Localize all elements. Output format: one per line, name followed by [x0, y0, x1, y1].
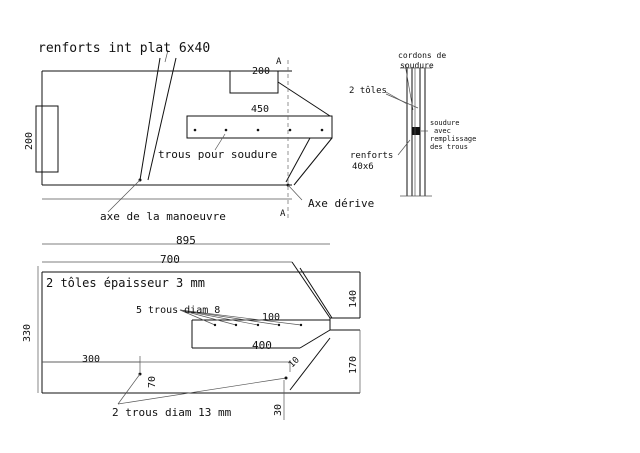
deux-trous-label: 2 trous diam 13 mm — [112, 406, 232, 419]
axe-derive-label: Axe dérive — [308, 197, 374, 210]
dim-400: 400 — [252, 339, 272, 352]
soudure-label-4: des trous — [430, 143, 468, 151]
dim-a-bottom: A — [280, 209, 286, 219]
dim-70: 70 — [147, 376, 158, 388]
cordons-label-1: cordons de — [398, 51, 446, 60]
dim-a-top: A — [276, 57, 282, 67]
axe-manoeuvre-label: axe de la manoeuvre — [100, 210, 226, 223]
bottom-view: 895 700 2 tôles épaisseur 3 mm 140 330 5… — [22, 234, 361, 420]
soudure-label-3: remplissage — [430, 135, 476, 143]
deux-toles-epaisseur-label: 2 tôles épaisseur 3 mm — [46, 276, 205, 290]
dim-10: 10 — [287, 355, 302, 370]
dim-300: 300 — [82, 354, 100, 365]
cinq-trous-label: 5 trous diam 8 — [136, 305, 220, 316]
top-view: renforts int plat 6x40 200 A 450 200 tro… — [24, 41, 374, 223]
dim-200-top: 200 — [252, 66, 270, 77]
dim-100: 100 — [262, 312, 280, 323]
soudure-label-2: avec — [434, 127, 451, 135]
soudure-label-1: soudure — [430, 119, 460, 127]
dim-450: 450 — [251, 104, 269, 115]
dim-700: 700 — [160, 253, 180, 266]
renforts-section-label-2: 40x6 — [352, 162, 374, 172]
dim-895: 895 — [176, 234, 196, 247]
cordons-label-2: soudure — [400, 61, 434, 70]
dim-330: 330 — [22, 324, 33, 342]
section-view: cordons de soudure 2 tôles soudure avec … — [349, 51, 476, 197]
deux-toles-label: 2 tôles — [349, 85, 387, 96]
dim-200-left: 200 — [24, 132, 35, 150]
dim-30: 30 — [273, 404, 284, 416]
trous-soudure-label: trous pour soudure — [158, 148, 277, 161]
renforts-section-label-1: renforts — [350, 151, 393, 161]
dim-140: 140 — [348, 290, 359, 308]
dim-170: 170 — [348, 356, 359, 374]
renforts-label: renforts int plat 6x40 — [38, 41, 210, 56]
